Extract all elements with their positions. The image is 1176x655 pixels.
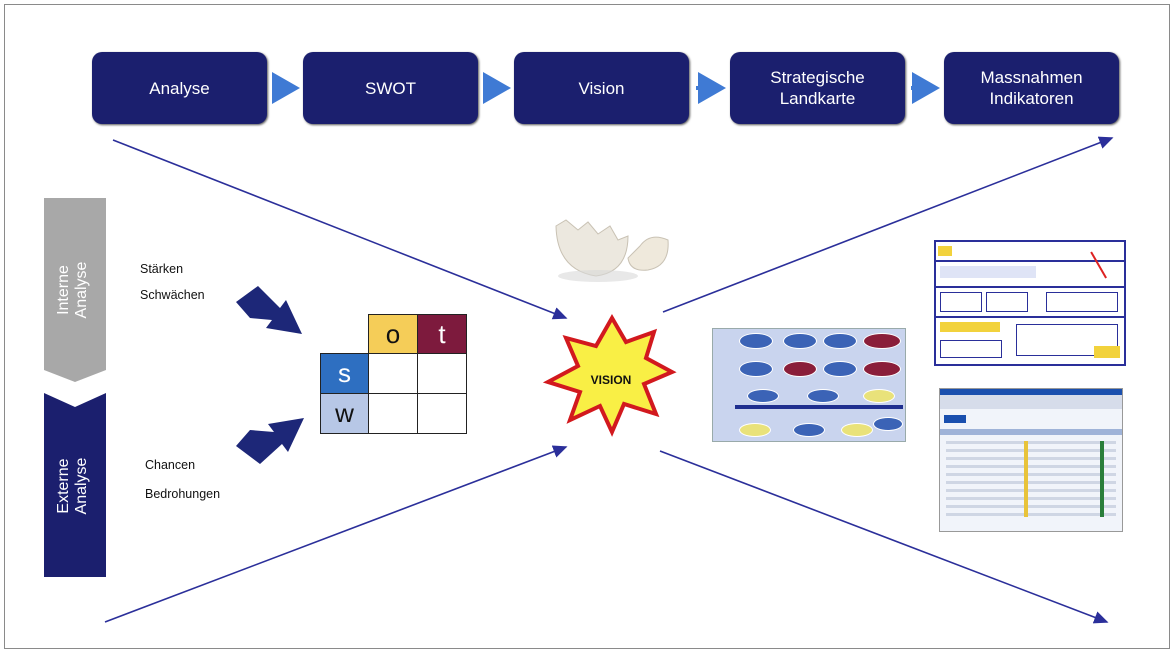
internal-analysis-label: Interne Analyse bbox=[55, 261, 90, 319]
egg-shell-image bbox=[555, 219, 669, 282]
line-bottom-to-vision bbox=[104, 445, 568, 623]
vision-burst bbox=[542, 314, 677, 437]
swot-cell-wt bbox=[417, 393, 467, 434]
label-staerken: Stärken bbox=[140, 262, 184, 276]
step-massnahmen-indikatoren: Massnahmen Indikatoren bbox=[944, 52, 1119, 124]
step-strategische-landkarte: Strategische Landkarte bbox=[730, 52, 905, 124]
label-bedrohungen: Bedrohungen bbox=[145, 487, 221, 501]
swot-cell-w: w bbox=[320, 393, 369, 434]
swot-cell-wo bbox=[368, 393, 418, 434]
step-analyse: Analyse bbox=[92, 52, 267, 124]
label-schwaechen: Schwächen bbox=[140, 288, 205, 302]
swot-cell-o: o bbox=[368, 314, 418, 354]
line-vision-to-bottom-right bbox=[659, 450, 1109, 624]
arrow-internal-to-swot bbox=[236, 286, 302, 334]
line-analyse-to-vision bbox=[112, 139, 568, 320]
software-screenshot-thumbnail bbox=[939, 388, 1123, 532]
chevron-external-analysis bbox=[44, 393, 106, 577]
arrow-external-to-swot bbox=[236, 418, 304, 464]
vision-burst-label: VISION bbox=[591, 373, 632, 387]
swot-cell-s: s bbox=[320, 353, 369, 394]
chevron-internal-analysis bbox=[44, 198, 106, 382]
line-vision-to-massnahmen bbox=[662, 136, 1114, 313]
step-vision: Vision bbox=[514, 52, 689, 124]
external-analysis-label: Externe Analyse bbox=[55, 457, 90, 515]
swot-cell-so bbox=[368, 353, 418, 394]
swot-cell-st bbox=[417, 353, 467, 394]
step-swot: SWOT bbox=[303, 52, 478, 124]
swot-cell-t: t bbox=[417, 314, 467, 354]
label-chancen: Chancen bbox=[145, 458, 196, 472]
strategy-map-thumbnail bbox=[712, 328, 906, 442]
measure-sheet-thumbnail bbox=[934, 239, 1128, 366]
